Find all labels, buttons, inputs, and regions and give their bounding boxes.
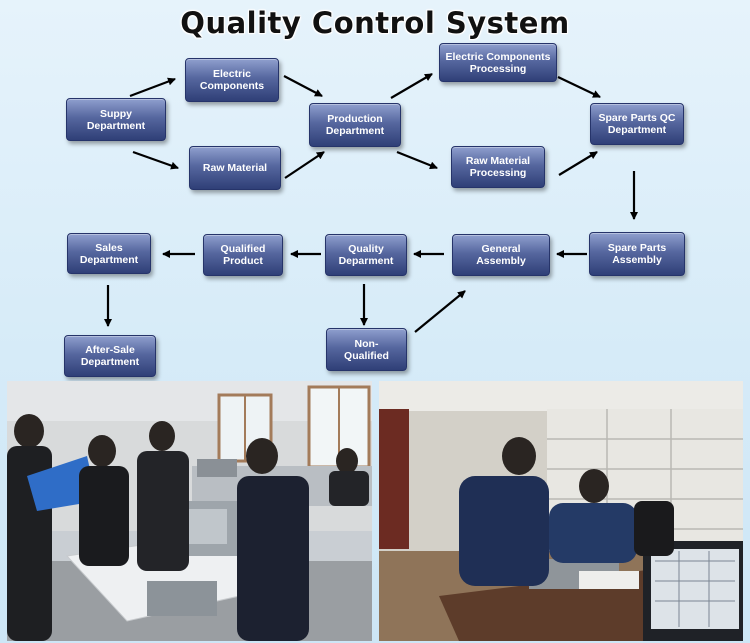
- node-qualified-product: Qualified Product: [203, 234, 283, 276]
- arrow-supply-raw: [132, 150, 179, 170]
- arrow-production-ecprocessing: [390, 73, 433, 99]
- arrow-ecprocessing-spareqc: [557, 76, 601, 98]
- arrow-nonqualified-general: [414, 290, 466, 333]
- flow-arrows: [104, 73, 638, 333]
- office-testing-photo: [379, 381, 743, 641]
- node-sales-department: Sales Department: [67, 233, 151, 274]
- node-raw-material-processing: Raw Material Processing: [451, 146, 545, 188]
- arrow-electric-production: [283, 75, 323, 97]
- arrow-production-rmprocessing: [396, 150, 438, 170]
- node-after-sale-department: After-Sale Department: [64, 335, 156, 377]
- node-non-qualified: Non- Qualified: [326, 328, 407, 371]
- node-supply-department: Suppy Department: [66, 98, 166, 141]
- node-general-assembly: General Assembly: [452, 234, 550, 276]
- arrow-raw-production: [284, 151, 325, 179]
- arrow-rmprocessing-spareqc: [558, 151, 598, 176]
- node-production-department: Production Department: [309, 103, 401, 147]
- node-spare-parts-assembly: Spare Parts Assembly: [589, 232, 685, 276]
- node-quality-department: Quality Deparment: [325, 234, 407, 276]
- node-raw-material: Raw Material: [189, 146, 281, 190]
- arrow-supply-electric: [129, 77, 176, 98]
- node-spare-parts-qc-department: Spare Parts QC Department: [590, 103, 684, 145]
- workshop-inspection-photo: [7, 381, 372, 641]
- node-electric-components: Electric Components: [185, 58, 279, 102]
- diagram-title: Quality Control System: [180, 6, 570, 40]
- node-electric-components-processing: Electric Components Processing: [439, 43, 557, 82]
